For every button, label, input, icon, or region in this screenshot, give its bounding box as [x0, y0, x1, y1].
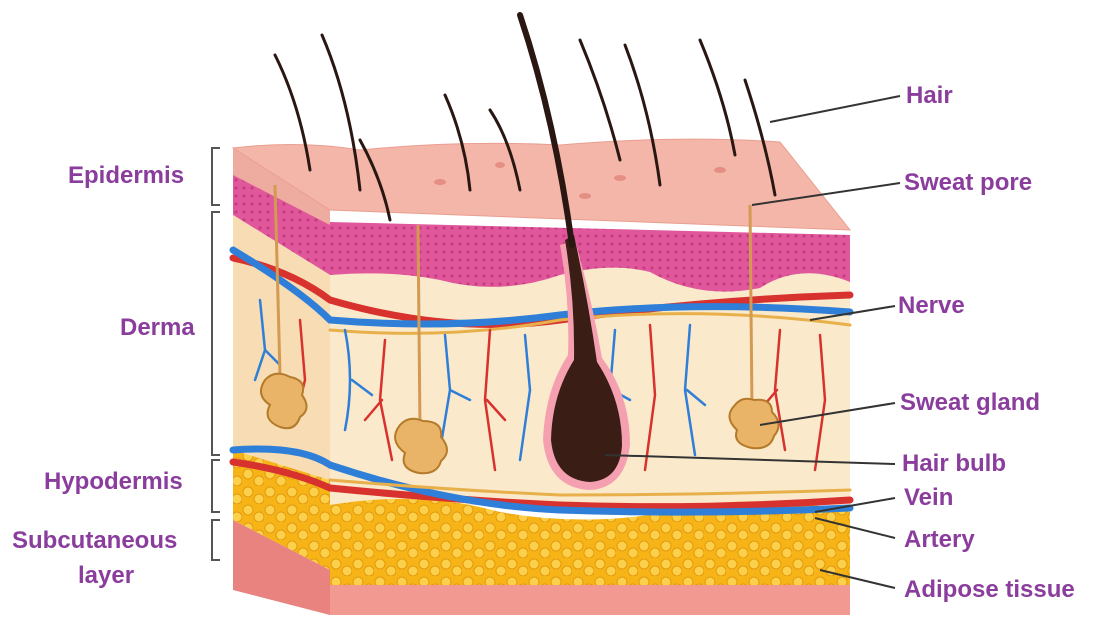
- label-sweat-gland: Sweat gland: [900, 390, 1040, 416]
- label-sweat-pore: Sweat pore: [904, 170, 1032, 196]
- left-brackets: [212, 148, 220, 560]
- label-nerve: Nerve: [898, 293, 965, 319]
- label-epidermis: Epidermis: [68, 163, 184, 189]
- label-layer: layer: [78, 563, 134, 589]
- label-vein: Vein: [904, 485, 953, 511]
- label-artery: Artery: [904, 527, 975, 553]
- label-subcutaneous: Subcutaneous: [12, 528, 177, 554]
- label-hair: Hair: [906, 83, 953, 109]
- label-hypodermis: Hypodermis: [44, 469, 183, 495]
- label-derma: Derma: [120, 315, 195, 341]
- label-hair-bulb: Hair bulb: [902, 451, 1006, 477]
- label-adipose-tissue: Adipose tissue: [904, 577, 1075, 603]
